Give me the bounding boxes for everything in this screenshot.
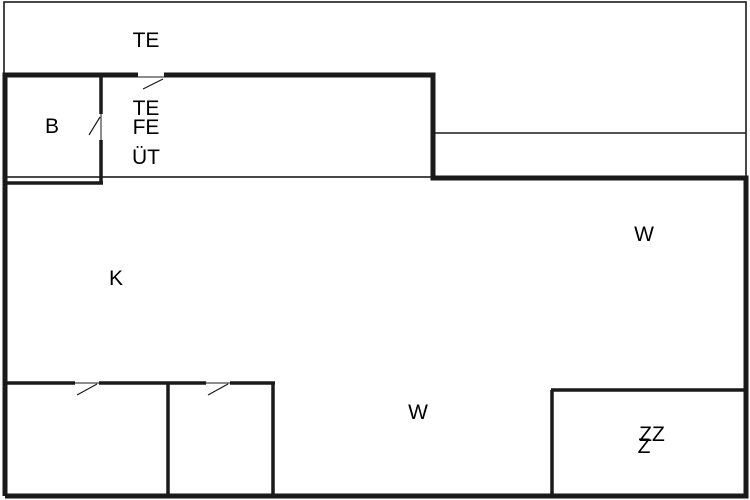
label-bathroom: B — [45, 115, 59, 138]
terrace-outline — [3, 1, 747, 178]
label-kitchen: K — [109, 267, 123, 290]
label-terrace-inner: TE — [133, 97, 160, 120]
exterior-wall — [2, 72, 749, 499]
label-living-bottom: W — [408, 401, 428, 424]
label-ut: ÜT — [132, 146, 160, 169]
room-left-door — [75, 379, 99, 396]
label-bedroom-zz: ZZ — [639, 423, 665, 446]
label-fe: FE — [133, 116, 160, 139]
room-middle-door — [206, 379, 230, 396]
label-bedroom-z: Z — [638, 435, 651, 458]
entrance-door — [138, 71, 164, 90]
label-terrace: TE — [133, 29, 160, 52]
bathroom-door — [88, 114, 105, 140]
label-living-right: W — [634, 223, 654, 246]
